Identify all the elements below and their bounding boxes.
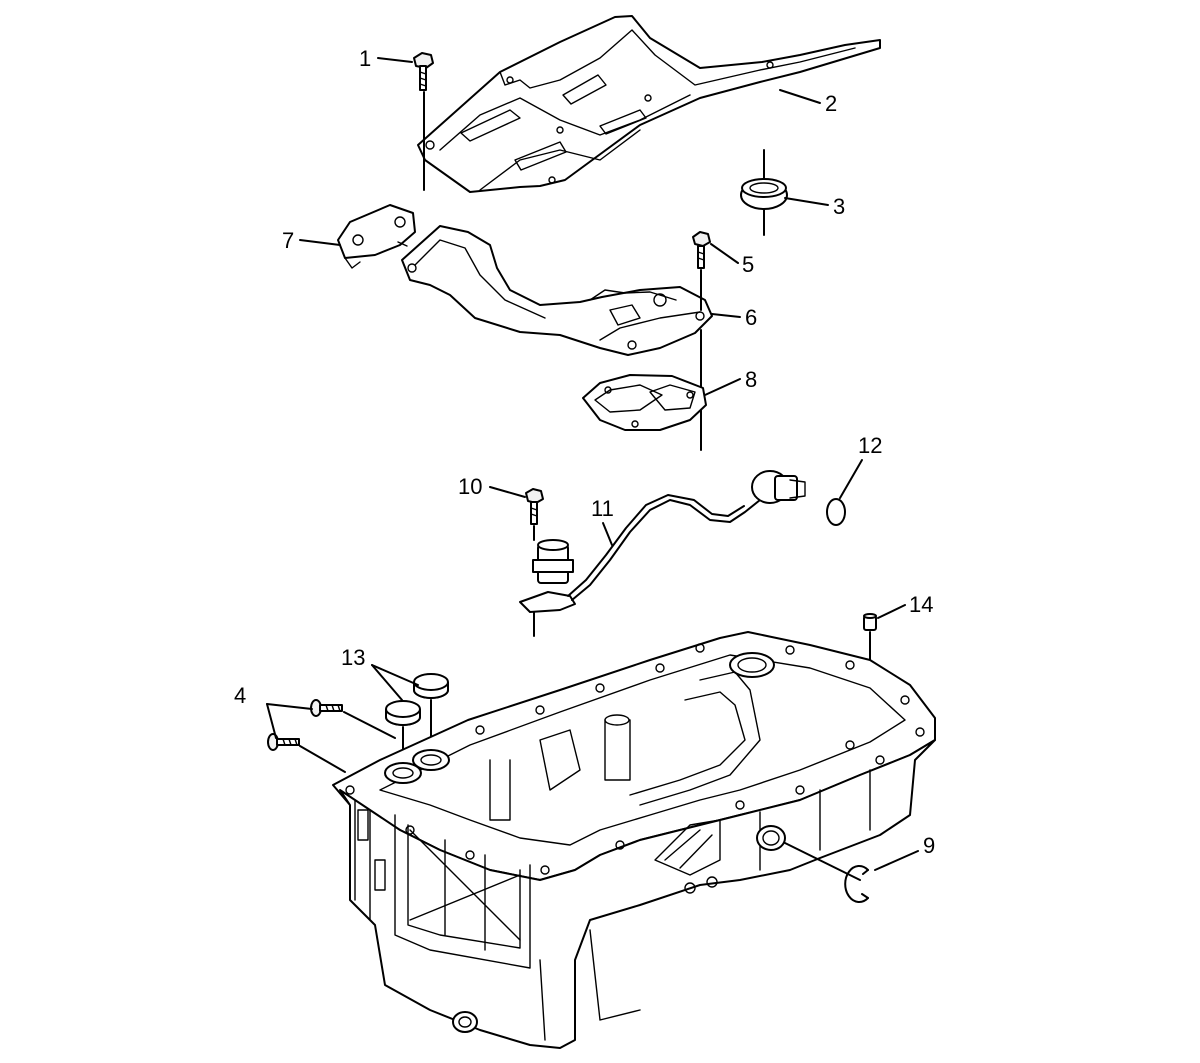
callout-8: 8 <box>745 367 757 392</box>
seal-part-3 <box>740 149 788 236</box>
leader-lines <box>266 57 919 871</box>
oil-pan <box>332 631 936 1049</box>
o-ring-part-12 <box>826 498 846 526</box>
callout-10: 10 <box>458 474 482 499</box>
callout-12: 12 <box>858 433 882 458</box>
snap-ring-part-9 <box>844 865 869 903</box>
oil-pan-baffle <box>417 15 881 193</box>
oil-level-sensor-part-11 <box>519 470 806 613</box>
callout-13: 13 <box>341 645 365 670</box>
callout-3: 3 <box>833 194 845 219</box>
callout-2: 2 <box>825 91 837 116</box>
bolts-part-4 <box>267 699 396 773</box>
oil-pickup-tube-part-6 <box>401 225 713 356</box>
callout-1: 1 <box>359 46 371 71</box>
callout-14: 14 <box>909 592 933 617</box>
bracket-part-7 <box>337 204 416 269</box>
callout-11: 11 <box>591 496 614 521</box>
bolt-part-10 <box>525 488 544 637</box>
callout-5: 5 <box>742 252 754 277</box>
bolt-part-1 <box>413 52 434 191</box>
callout-6: 6 <box>745 305 757 330</box>
callout-7: 7 <box>282 228 294 253</box>
gasket-part-8 <box>582 374 707 431</box>
callout-4: 4 <box>234 683 246 708</box>
callout-labels: 1 2 3 4 5 6 7 8 9 10 11 12 13 14 <box>234 46 935 858</box>
callout-9: 9 <box>923 833 935 858</box>
bolt-part-5 <box>692 231 711 451</box>
plugs-part-13 <box>385 673 449 769</box>
